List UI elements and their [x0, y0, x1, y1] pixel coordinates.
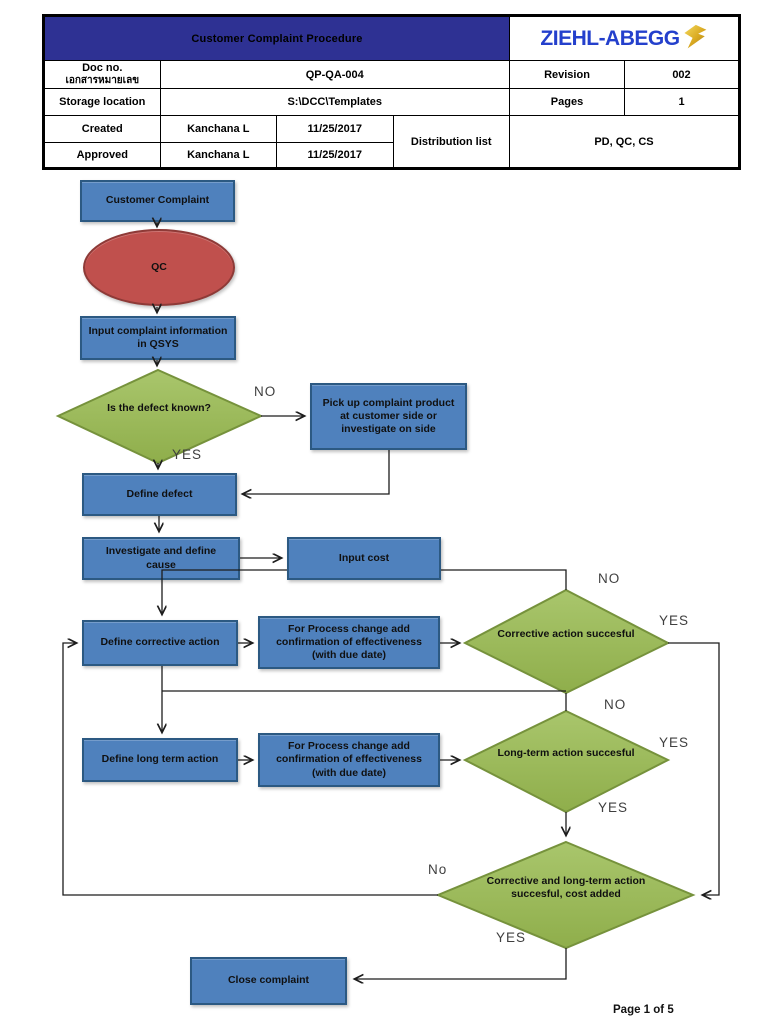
label-defect-yes: YES: [172, 447, 203, 462]
doc-no-label-thai: เอกสารหมายเลข: [65, 75, 140, 87]
created-label: Created: [43, 115, 161, 143]
document-header-table: Customer Complaint Procedure ZIEHL-ABEGG: [42, 14, 741, 170]
node-define-defect: Define defect: [82, 473, 237, 516]
label-longterm-yes-right: YES: [659, 735, 690, 750]
decision-corrective-shape: [462, 588, 671, 695]
label-corrective-no: NO: [598, 571, 621, 586]
node-process-change-confirmation-1: For Process change add confirmation of e…: [258, 616, 440, 669]
page-number: Page 1 of 5: [613, 1004, 674, 1016]
logo-wordmark: ZIEHL-ABEGG: [540, 26, 680, 50]
node-customer-complaint: Customer Complaint: [80, 180, 235, 222]
node-pick-up-product: Pick up complaint product at customer si…: [310, 383, 467, 450]
distribution-list-value: PD, QC, CS: [509, 115, 740, 169]
logo-gold-icon: [682, 23, 708, 54]
label-defect-no: NO: [254, 384, 277, 399]
decision-corrective-text: Corrective action succesful: [497, 628, 635, 640]
node-define-corrective-action: Define corrective action: [82, 620, 238, 666]
company-logo: ZIEHL-ABEGG: [512, 23, 736, 54]
label-longterm-no: NO: [604, 697, 627, 712]
distribution-list-label: Distribution list: [392, 115, 510, 169]
node-define-long-term-action: Define long term action: [82, 738, 238, 782]
doc-no-label: Doc no.: [82, 62, 123, 75]
node-input-cost: Input cost: [287, 537, 441, 580]
decision-longterm-shape: [462, 709, 671, 814]
revision-value: 002: [624, 60, 740, 89]
label-longterm-yes-bottom: YES: [598, 800, 629, 815]
label-corrective-yes: YES: [659, 613, 690, 628]
node-process-change-confirmation-2: For Process change add confirmation of e…: [258, 733, 440, 787]
node-close-complaint: Close complaint: [190, 957, 347, 1005]
approved-by: Kanchana L: [159, 142, 277, 169]
decision-defect-known-shape: [55, 368, 264, 465]
label-both-yes: YES: [496, 930, 527, 945]
decision-defect-known-text: Is the defect known?: [107, 402, 211, 414]
decision-longterm-text: Long-term action succesful: [497, 747, 635, 759]
approved-date: 11/25/2017: [276, 142, 394, 169]
pages-label: Pages: [509, 88, 625, 116]
label-both-no: No: [428, 862, 448, 877]
storage-location-value: S:\DCC\Templates: [159, 88, 510, 116]
decision-both-text: Corrective and long-term action succesfu…: [486, 875, 646, 901]
node-qc-ellipse: QC: [83, 229, 235, 306]
node-input-complaint-qsys: Input complaint information in QSYS: [80, 316, 236, 360]
storage-location-label: Storage location: [43, 88, 161, 116]
node-investigate-define-cause: Investigate and define cause: [82, 537, 240, 580]
